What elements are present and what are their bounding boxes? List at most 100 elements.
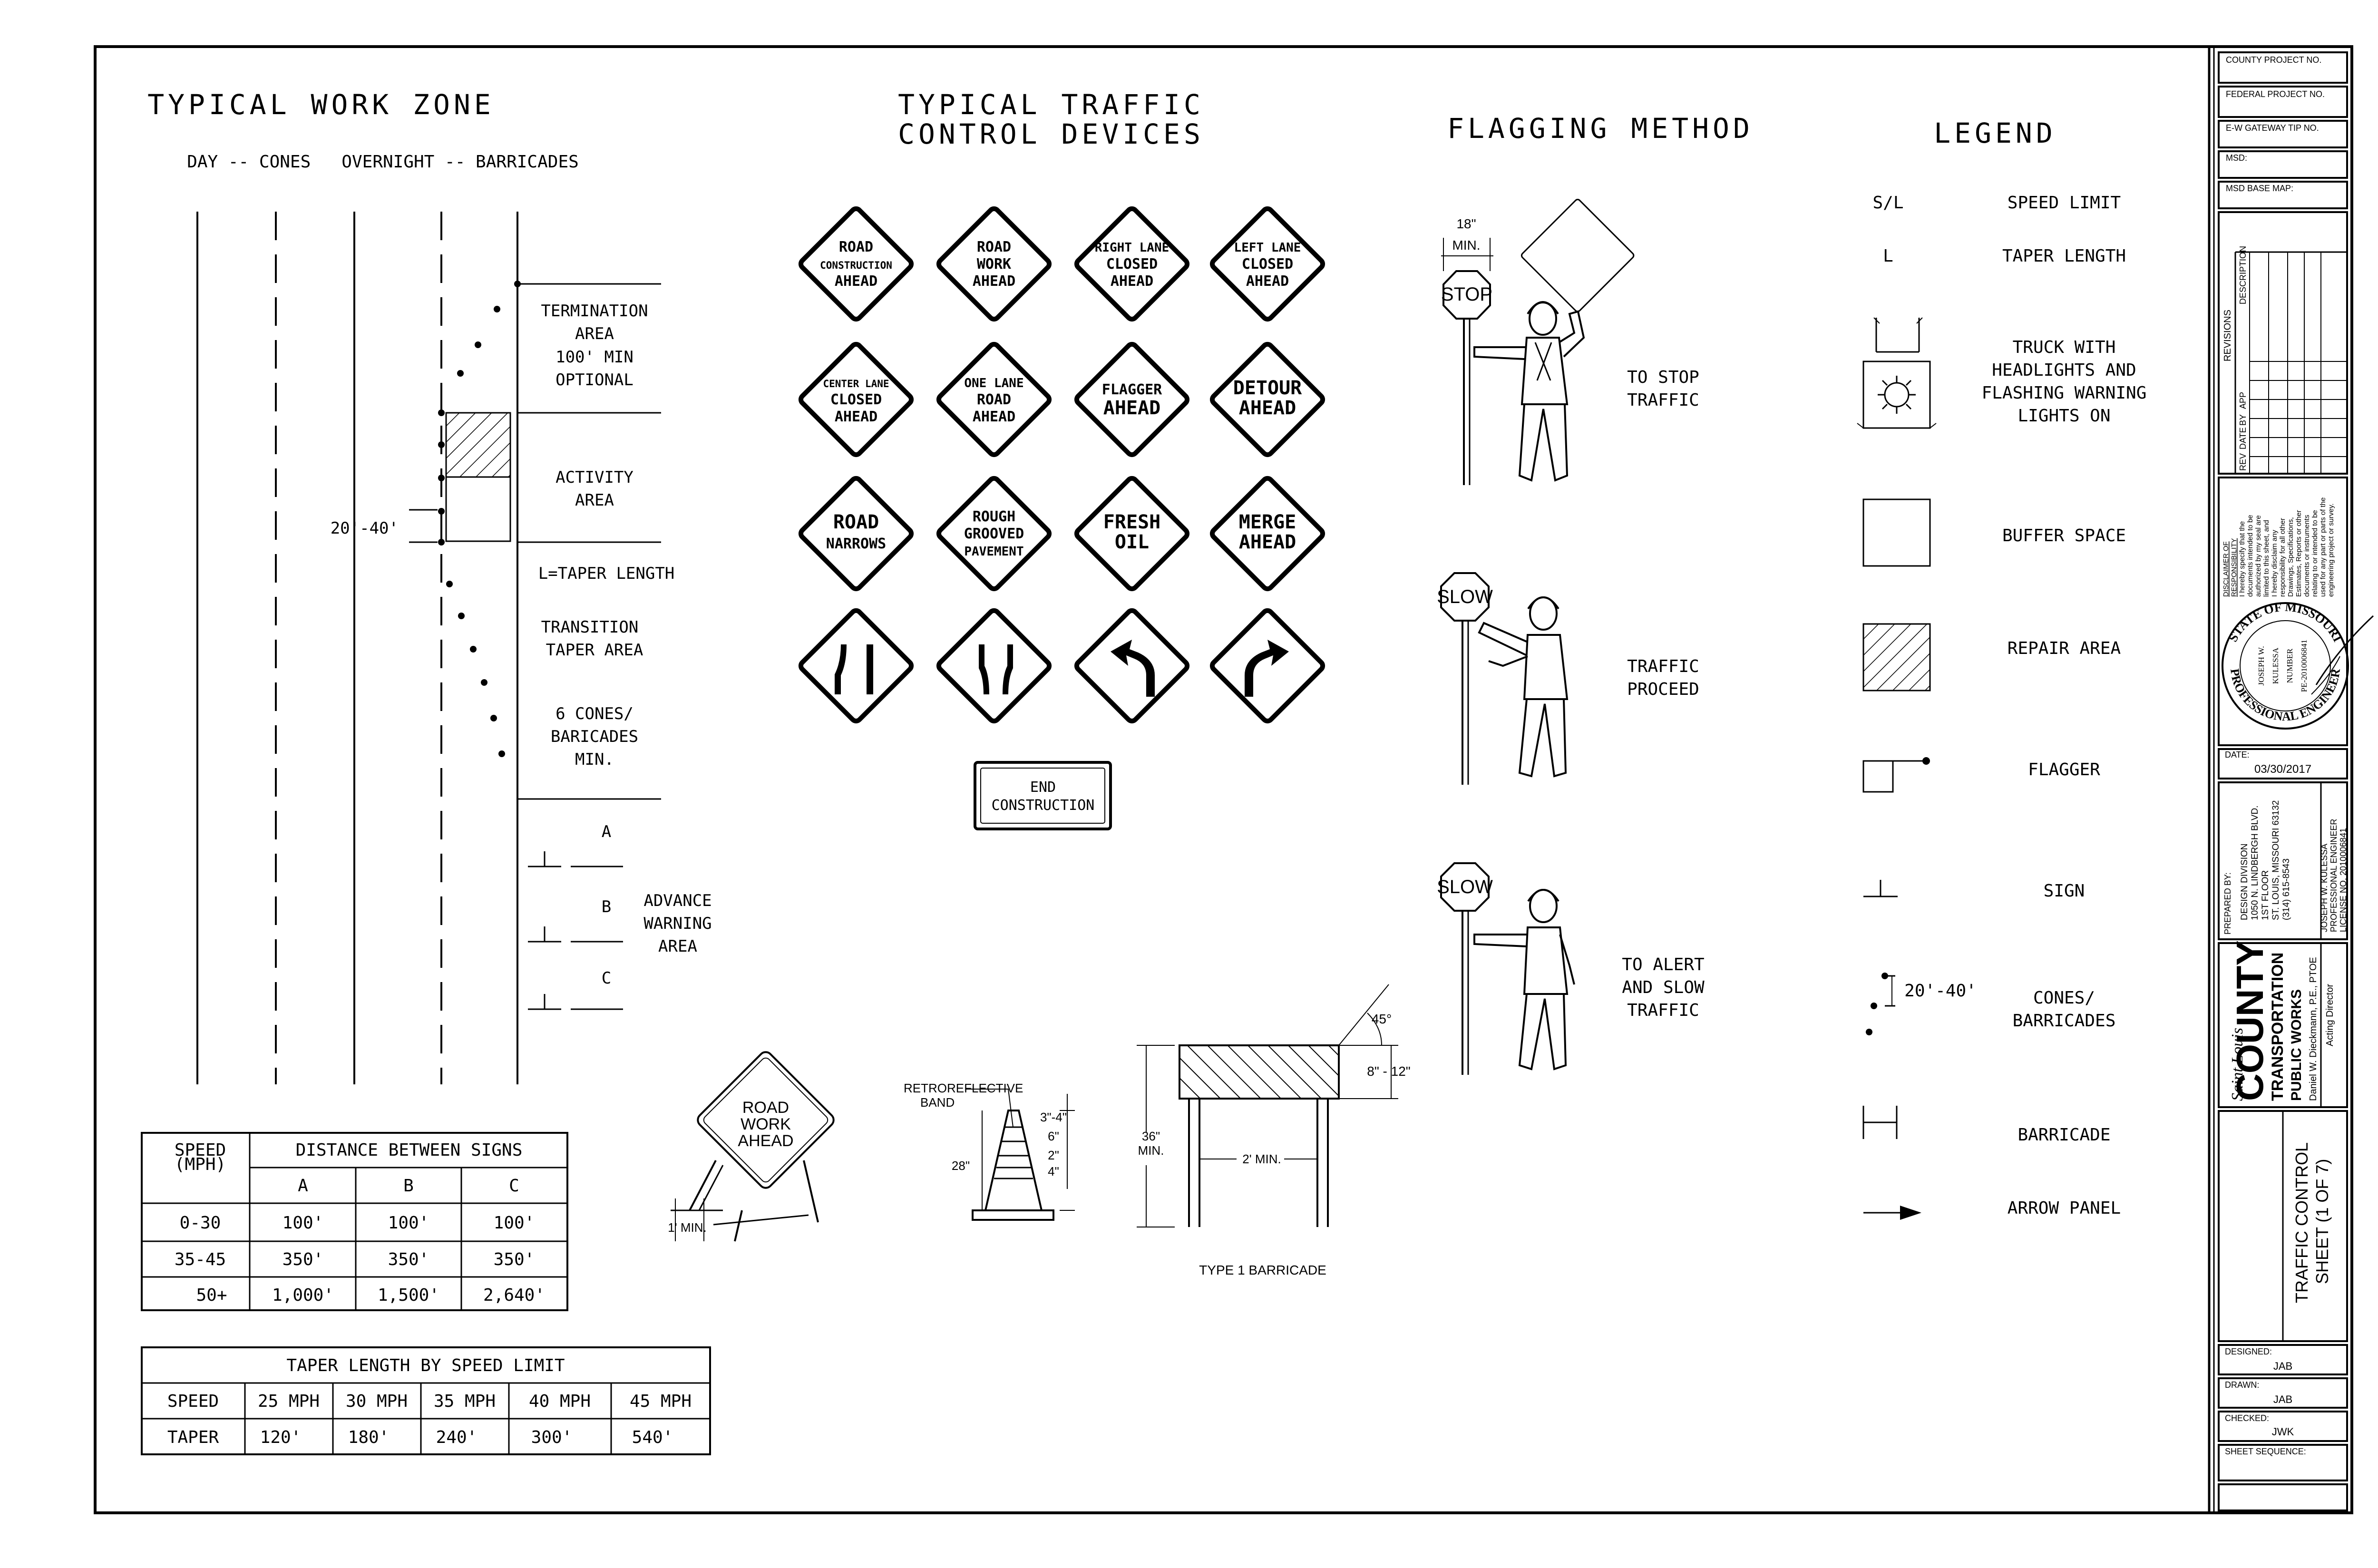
warning-sign-text: LEFT LANE (1234, 241, 1301, 255)
warning-sign-text: CLOSED (1242, 256, 1293, 273)
warning-sign-text: FRESH (1103, 511, 1160, 533)
director-name: Daniel W. Dieckmann, P.E., PTOE (2308, 957, 2319, 1101)
legend-flagger-label: FLAGGER (2028, 760, 2100, 779)
legend-buffer-label: BUFFER SPACE (2002, 526, 2126, 545)
legend-arrow-label: ARROW PANEL (2008, 1198, 2121, 1218)
repair-area-hatch (445, 412, 511, 478)
termination-label: 100' MIN (556, 348, 633, 367)
barricade-caption: TYPE 1 BARRICADE (1199, 1263, 1326, 1277)
warning-sign-text: ROAD (833, 511, 879, 533)
flagger-icon (1862, 757, 1930, 793)
disclaimer-line: I hereby disclaim any (2271, 530, 2279, 597)
revisions-table: REVISIONS REV DATE BY APP DESCRIPTION (2222, 246, 2347, 474)
table-cell: 300' (531, 1428, 573, 1447)
retroreflective-label: RETROREFLECTIVE (904, 1081, 1023, 1095)
warning-sign-text: AHEAD (1239, 397, 1296, 419)
engineer-line: JOSEPH W. KULESSA (2320, 844, 2329, 932)
table-cell: 50+ (196, 1286, 227, 1305)
advance-warning-label: AREA (658, 937, 697, 956)
warning-sign-text: FLAGGER (1102, 381, 1162, 398)
cones-min-label: MIN. (575, 750, 614, 769)
sheet-border (94, 45, 2353, 1514)
drawn-value: JAB (2273, 1393, 2292, 1405)
table-cell: 45 MPH (630, 1392, 692, 1411)
table-cell: 25 MPH (258, 1392, 320, 1411)
flagger-stop: STOP TO STOP TRAFFIC (1441, 270, 1699, 485)
stop-caption: TRAFFIC (1627, 390, 1699, 410)
warning-sign-text: ONE LANE (964, 376, 1023, 390)
table-cell: 40 MPH (529, 1392, 591, 1411)
table-cell: 35-45 (175, 1250, 226, 1269)
lane-reduction-left-sign (798, 199, 1635, 724)
sheet-title: TRAFFIC CONTROL SHEET (1 OF 7) (2282, 1111, 2332, 1341)
legend-l-symbol: L (1883, 246, 1893, 266)
disclaimer-line: RESPONSIBILITY (2230, 538, 2238, 597)
disclaimer-line: documents or instruments (2303, 515, 2311, 597)
warning-sign-text: CLOSED (830, 391, 882, 408)
warning-sign-text: MERGE (1239, 511, 1296, 533)
advance-warning-label: ADVANCE (643, 891, 711, 910)
logo-saint-louis: Saint Louis (2229, 1028, 2246, 1101)
sheet-sequence-label: SHEET SEQUENCE: (2225, 1447, 2306, 1456)
warning-sign-text: AHEAD (1246, 273, 1289, 290)
flagging-section: FLAGGING METHOD 18" MIN. STOP TO STOP TR… (1437, 112, 1754, 1075)
table-cell: 1,000' (272, 1286, 334, 1305)
table-cell: 100' (494, 1213, 535, 1233)
flagger-proceed: SLOW TRAFFIC PROCEED (1437, 572, 1699, 785)
table-cell: 100' (388, 1213, 429, 1233)
disclaimer-line: used for any part or parts of the (2319, 497, 2327, 597)
engineer-line: PROFESSIONAL ENGINEER (2329, 819, 2339, 932)
msd-base-label: MSD BASE MAP: (2226, 184, 2293, 193)
offset-dim: 20'-40' (331, 519, 399, 538)
flagging-title: FLAGGING METHOD (1447, 112, 1754, 145)
end-sign-line: CONSTRUCTION (992, 797, 1095, 814)
table-cell: 2,640' (483, 1286, 545, 1305)
county-logo: Saint Louis COUNTY TRANSPORTATION PUBLIC… (2229, 940, 2335, 1107)
title-block: COUNTY PROJECT NO. FEDERAL PROJECT NO. E… (2218, 51, 2374, 1511)
warning-sign-text: GROOVED (964, 526, 1024, 542)
prepared-by-label: PREPARED BY: (2223, 872, 2232, 935)
disclaimer-line: I hereby specify that the (2238, 521, 2246, 597)
warning-sign-text: NARROWS (826, 536, 886, 552)
warning-sign-text: PAVEMENT (964, 545, 1023, 559)
warning-sign-text: CONSTRUCTION (820, 260, 892, 271)
col-b-header: B (403, 1176, 414, 1196)
gateway-label: E-W GATEWAY TIP NO. (2226, 123, 2319, 133)
devices-title: CONTROL DEVICES (898, 118, 1204, 150)
flagger-alert: SLOW TO ALERT AND SLOW TRAFFIC (1437, 862, 1705, 1075)
prepared-line: 1ST FLOOR (2261, 870, 2271, 920)
legend-sign-label: SIGN (2044, 881, 2085, 901)
termination-label: AREA (575, 324, 614, 343)
disclaimer-line: authorized by my seal are (2254, 515, 2262, 597)
cones-min-label: 6 CONES/ (556, 704, 633, 723)
disclaimer-line: engineering project or survey. (2327, 504, 2335, 597)
proceed-caption: PROCEED (1627, 680, 1699, 699)
sheet-title-line: TRAFFIC CONTROL (2292, 1142, 2311, 1303)
legend-barricade-label: BARRICADE (2017, 1125, 2110, 1145)
disclaimer-line: relating to or intended to be (2311, 510, 2319, 597)
barricade-height-dim: MIN. (1138, 1143, 1164, 1158)
legend-sl-symbol: S/L (1872, 193, 1903, 213)
designed-label: DESIGNED: (2225, 1347, 2272, 1356)
logo-county: COUNTY (2229, 940, 2271, 1101)
table-cell: 350' (494, 1250, 535, 1269)
msd-label: MSD: (2226, 153, 2247, 163)
end-sign-line: END (1030, 779, 1056, 796)
arrow-panel-icon (1863, 1206, 1921, 1220)
devices-section: TYPICAL TRAFFIC CONTROL DEVICES ROADCONS… (668, 88, 1635, 1277)
cones-min-label: BARICADES (551, 727, 638, 746)
legend-truck-label: TRUCK WITH (2013, 338, 2116, 357)
end-construction-sign: END CONSTRUCTION (974, 761, 1112, 830)
transition-label: TRANSITION (541, 618, 639, 637)
director-title: Acting Director (2325, 984, 2335, 1046)
legend-cones-label: CONES/ (2033, 988, 2095, 1008)
stand-dim: 1' MIN. (668, 1220, 707, 1235)
sign-grid: ROADCONSTRUCTIONAHEADROADWORKAHEADRIGHT … (798, 206, 1325, 592)
legend-cones-label: BARRICADES (2013, 1011, 2116, 1031)
